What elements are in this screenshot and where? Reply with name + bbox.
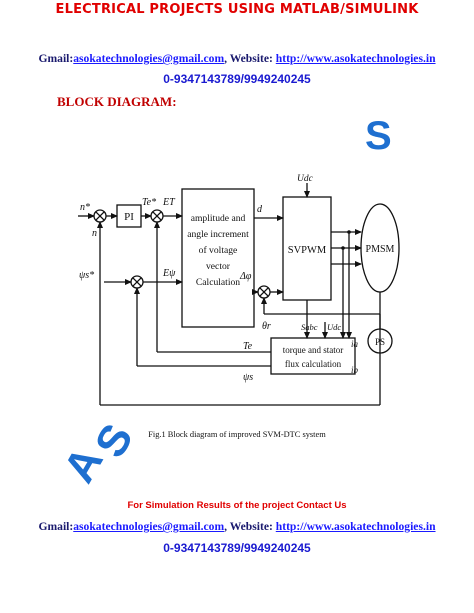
simulation-note: For Simulation Results of the project Co…	[127, 500, 347, 511]
signal-sabc: Sabc	[301, 322, 318, 332]
signal-udc-mid: Udc	[327, 322, 341, 332]
signal-e-psi: Eψ	[162, 268, 176, 279]
calc-label-2: angle increment	[187, 229, 249, 240]
figure-caption: Fig.1 Block diagram of improved SVM-DTC …	[148, 430, 326, 439]
page-title: ELECTRICAL PROJECTS USING MATLAB/SIMULIN…	[55, 2, 419, 17]
pi-label: PI	[124, 211, 134, 223]
signal-te-ref: Te*	[142, 197, 156, 208]
pmsm-label: PMSM	[366, 244, 395, 255]
footer-contact-line: Gmail:asokatechnologies@gmail.com, Websi…	[0, 520, 474, 533]
ps-label: PS	[375, 337, 385, 347]
signal-udc-top: Udc	[297, 174, 314, 184]
flux-label-1: torque and stator	[283, 345, 343, 355]
signal-psi-ref: ψs*	[79, 270, 94, 281]
signal-ib: ib	[351, 365, 359, 375]
calc-label-3: of voltage	[199, 245, 238, 256]
flux-calc-block	[270, 337, 356, 375]
calc-label-5: Calculation	[196, 277, 240, 288]
signal-te: Te	[243, 341, 253, 352]
signal-d: d	[257, 204, 263, 215]
signal-theta: θr	[262, 321, 271, 332]
signal-ia: ia	[351, 339, 359, 349]
footer-website-label: , Website:	[224, 520, 276, 533]
website-link[interactable]: http://www.asokatechnologies.in	[275, 52, 436, 65]
flux-label-2: flux calculation	[285, 359, 342, 369]
email-link[interactable]: asokatechnologies@gmail.com	[73, 52, 225, 65]
footer-gmail-label: Gmail:	[38, 520, 74, 533]
footer-email-link[interactable]: asokatechnologies@gmail.com	[73, 520, 225, 533]
contact-line: Gmail:asokatechnologies@gmail.com, Websi…	[0, 52, 474, 65]
footer-website-link[interactable]: http://www.asokatechnologies.in	[275, 520, 436, 533]
signal-delta-phi: Δφ	[239, 271, 252, 282]
svpwm-label: SVPWM	[288, 245, 327, 256]
watermark-s-right: S	[365, 114, 392, 158]
section-title: BLOCK DIAGRAM:	[57, 94, 177, 109]
phone-number: 0-9347143789/9949240245	[163, 72, 311, 86]
calc-label-1: amplitude and	[191, 213, 246, 224]
signal-psi-s: ψs	[243, 372, 253, 383]
calc-label-4: vector	[206, 261, 231, 272]
calc-block	[181, 188, 255, 328]
gmail-label: Gmail:	[38, 52, 74, 65]
footer-phone-number: 0-9347143789/9949240245	[163, 541, 311, 555]
signal-n-ref: n*	[80, 202, 90, 213]
signal-et: ET	[162, 197, 176, 208]
signal-n: n	[92, 228, 97, 239]
website-label: , Website:	[224, 52, 276, 65]
